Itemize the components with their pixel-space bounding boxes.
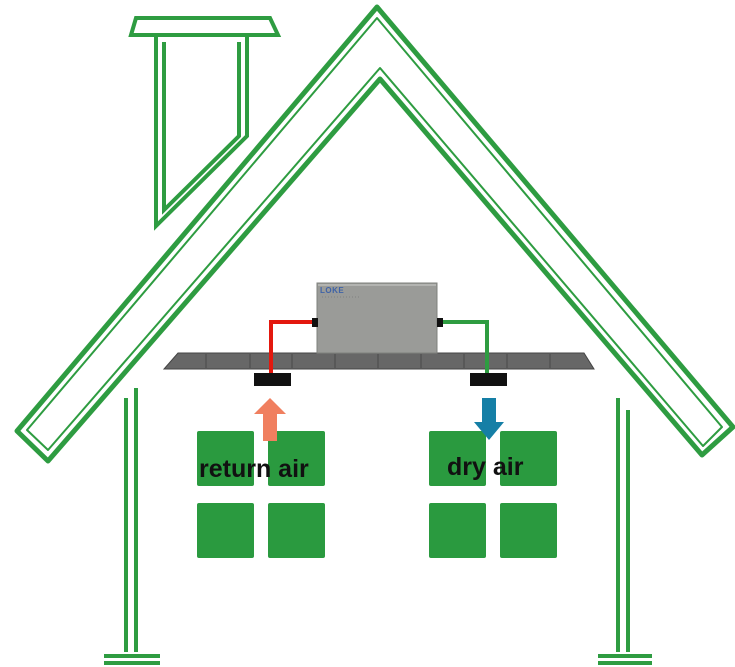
dehumidifier-unit — [316, 282, 438, 354]
left-wall — [104, 388, 160, 665]
return-pipe — [269, 318, 318, 373]
supply-vent — [470, 373, 507, 386]
window-right — [429, 431, 557, 558]
right-wall — [598, 398, 652, 665]
window-left — [197, 431, 325, 558]
arrow-down-icon — [474, 398, 504, 440]
return-vent — [254, 373, 291, 386]
unit-brand-label: LOKE — [320, 286, 345, 295]
arrow-up-icon — [254, 398, 286, 441]
dry-air-label: dry air — [447, 453, 524, 481]
ceiling-tray — [162, 352, 595, 370]
roof — [14, 4, 735, 464]
supply-pipe — [437, 318, 489, 373]
chimney — [128, 16, 282, 231]
return-air-label: return air — [199, 455, 309, 483]
